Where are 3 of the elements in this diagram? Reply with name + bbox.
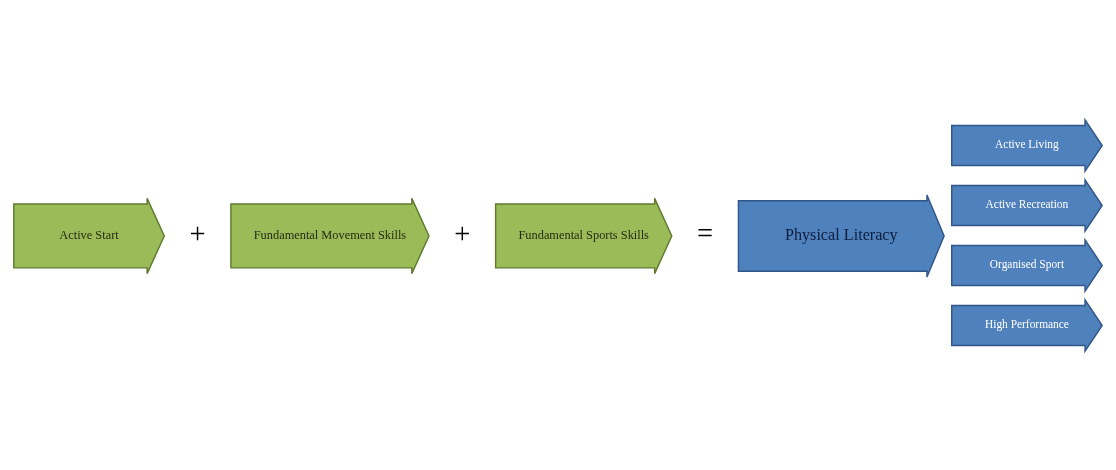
label: +	[454, 217, 471, 249]
label: +	[189, 217, 206, 249]
label: =	[697, 217, 714, 249]
